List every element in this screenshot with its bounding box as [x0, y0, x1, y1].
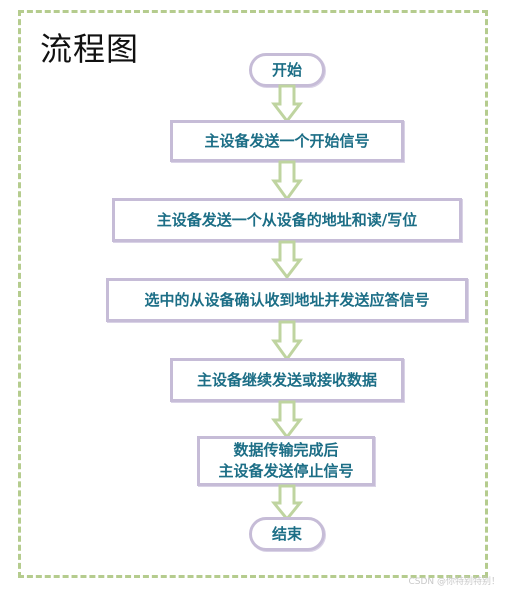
step-2-label: 主设备发送一个从设备的地址和读/写位 — [156, 210, 418, 229]
dashed-frame — [18, 10, 488, 578]
end-node-label: 结束 — [271, 524, 302, 543]
step-1-label: 主设备发送一个开始信号 — [204, 131, 370, 150]
arrow-down-icon — [271, 84, 303, 124]
start-node-label: 开始 — [271, 60, 302, 79]
step-3-node: 选中的从设备确认收到地址并发送应答信号 — [106, 278, 468, 322]
step-2-node: 主设备发送一个从设备的地址和读/写位 — [112, 198, 462, 242]
step-4-label: 主设备继续发送或接收数据 — [196, 370, 377, 389]
step-5-label-line-2: 主设备发送停止信号 — [218, 462, 354, 480]
step-3-label: 选中的从设备确认收到地址并发送应答信号 — [144, 290, 430, 309]
arrow-down-icon — [271, 240, 303, 280]
arrow-down-icon — [271, 400, 303, 440]
step-5-node: 数据传输完成后 主设备发送停止信号 — [197, 436, 375, 486]
step-4-node: 主设备继续发送或接收数据 — [170, 358, 404, 402]
end-node: 结束 — [249, 517, 325, 551]
arrow-down-icon — [271, 160, 303, 202]
arrow-down-icon — [271, 484, 303, 522]
start-node: 开始 — [249, 53, 325, 87]
step-5-label-line-1: 数据传输完成后 — [233, 441, 339, 459]
page-title: 流程图 — [40, 30, 140, 68]
watermark: CSDN @你特别特别！ — [408, 577, 500, 587]
step-1-node: 主设备发送一个开始信号 — [170, 120, 404, 162]
arrow-down-icon — [271, 320, 303, 362]
